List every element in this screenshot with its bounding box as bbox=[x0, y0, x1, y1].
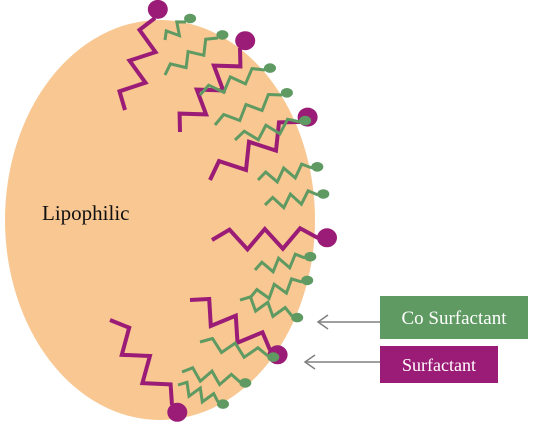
cosurfactant-molecule bbox=[199, 336, 280, 362]
cosurfactant-head bbox=[304, 251, 317, 262]
cosurfactant-molecule bbox=[163, 30, 229, 76]
cosurfactant-tail bbox=[213, 92, 283, 126]
surfactant-head bbox=[235, 31, 256, 51]
surfactant-tail bbox=[117, 16, 159, 111]
cosurfactant-label: Co Surfactant bbox=[401, 308, 507, 329]
surfactant-molecule bbox=[109, 318, 188, 422]
surfactant-arrow bbox=[303, 354, 380, 370]
cosurfactant-tail bbox=[181, 365, 241, 387]
surfactant-head bbox=[147, 0, 168, 19]
cosurfactant-molecule bbox=[198, 63, 276, 96]
cosurfactant-molecule bbox=[263, 188, 330, 211]
cosurfactant-tail bbox=[253, 252, 306, 275]
cosurfactant-head bbox=[280, 88, 293, 98]
surfactant-head bbox=[167, 402, 188, 422]
cosurfactant-head bbox=[184, 13, 197, 24]
core-label: Lipophilic bbox=[42, 201, 130, 225]
cosurfactant-tail bbox=[256, 162, 313, 185]
cosurfactant-head bbox=[301, 275, 314, 286]
cosurfactant-molecule bbox=[181, 365, 252, 388]
cosurfactant-tail bbox=[198, 66, 266, 96]
cosurfactant-tail bbox=[163, 20, 187, 41]
surfactant-tail bbox=[177, 47, 243, 133]
cosurfactant-head bbox=[299, 115, 312, 126]
surfactant-molecule bbox=[177, 31, 256, 133]
cosurfactant-legend: Co Surfactant bbox=[380, 296, 528, 339]
surfactant-tail bbox=[210, 225, 319, 253]
cosurfactant-tail bbox=[233, 117, 301, 142]
cosurfactant-arrow bbox=[316, 314, 380, 330]
cosurfactant-molecule bbox=[256, 162, 324, 185]
cosurfactant-head bbox=[317, 189, 330, 199]
cosurfactant-molecule bbox=[233, 115, 312, 142]
cosurfactant-tail bbox=[199, 336, 269, 360]
surfactant-tail bbox=[189, 296, 272, 351]
cosurfactant-head bbox=[217, 399, 229, 409]
cosurfactant-tail bbox=[177, 380, 220, 405]
surfactant-molecule bbox=[117, 0, 168, 111]
cosurfactant-tail bbox=[248, 277, 303, 301]
surfactant-label: Surfactant bbox=[402, 355, 476, 375]
cosurfactant-molecule bbox=[239, 295, 304, 323]
cosurfactant-molecule bbox=[248, 275, 314, 301]
molecule-layer bbox=[109, 0, 337, 422]
surfactant-head bbox=[317, 228, 337, 248]
cosurfactant-head bbox=[264, 63, 276, 73]
cosurfactant-molecule bbox=[213, 88, 293, 126]
surfactant-legend: Surfactant bbox=[380, 346, 498, 383]
cosurfactant-tail bbox=[239, 295, 294, 319]
surfactant-molecule bbox=[210, 225, 337, 253]
cosurfactant-head bbox=[216, 30, 229, 40]
cosurfactant-molecule bbox=[253, 251, 317, 275]
cosurfactant-molecule bbox=[177, 380, 229, 409]
cosurfactant-head bbox=[267, 352, 280, 362]
cosurfactant-head bbox=[291, 312, 304, 323]
cosurfactant-tail bbox=[163, 36, 219, 76]
surfactant-tail bbox=[109, 318, 174, 406]
surfactant-tail bbox=[208, 120, 301, 181]
cosurfactant-tail bbox=[263, 188, 319, 211]
cosurfactant-head bbox=[311, 162, 324, 172]
cosurfactant-molecule bbox=[163, 13, 197, 41]
cosurfactant-head bbox=[239, 378, 252, 388]
